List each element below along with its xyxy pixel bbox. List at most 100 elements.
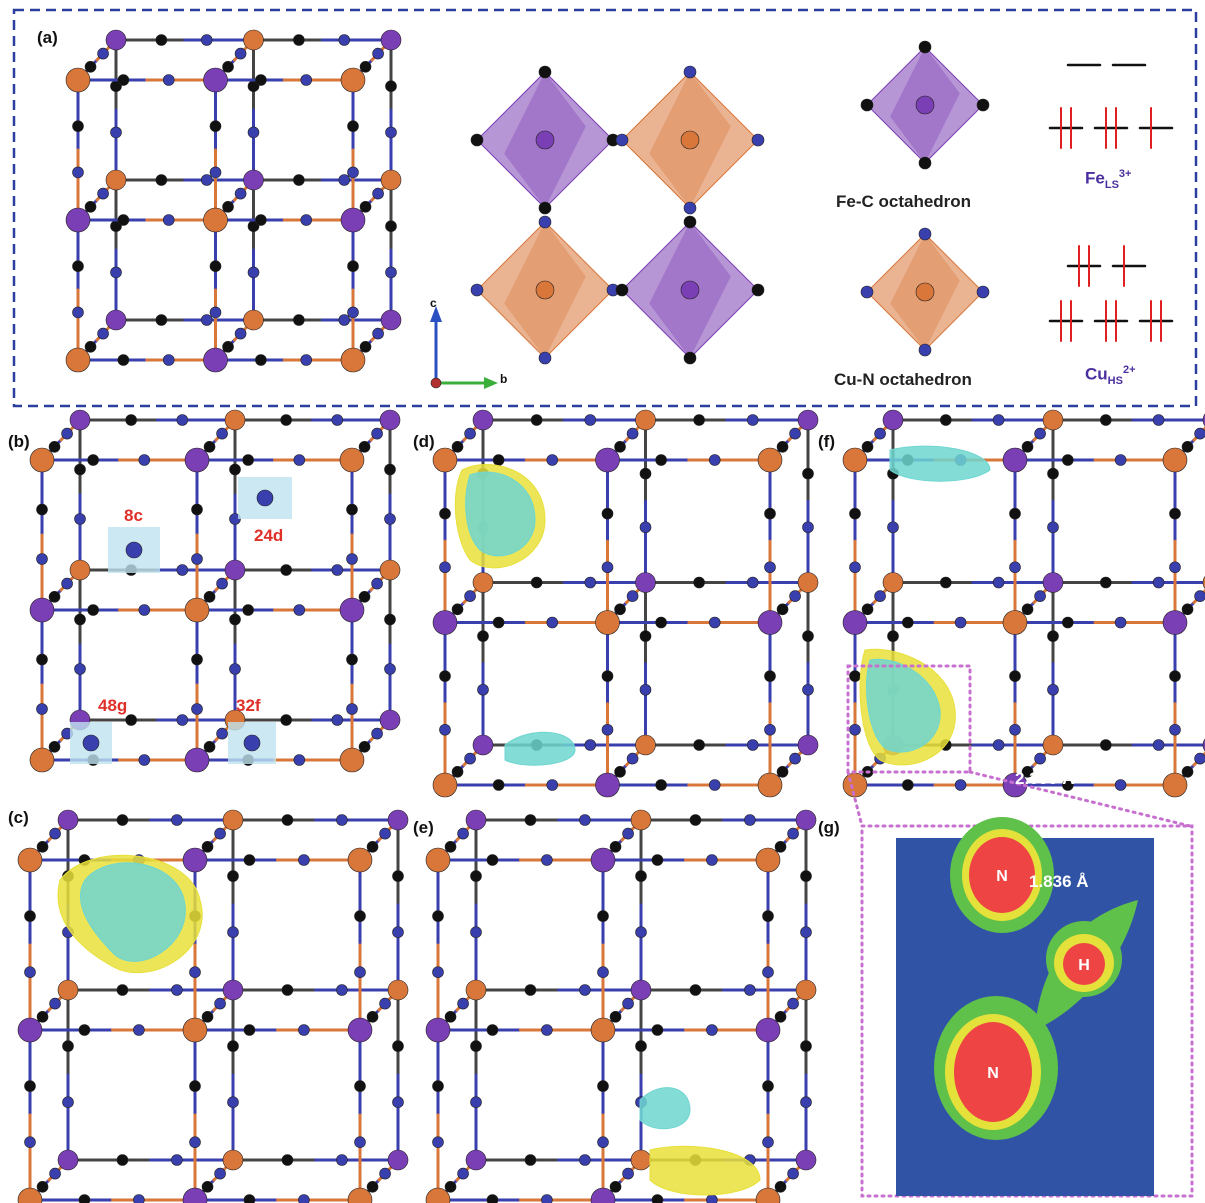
n-atom — [36, 703, 48, 715]
cu-atom — [17, 1187, 43, 1203]
n-atom — [470, 926, 482, 939]
ligand-atom — [683, 351, 697, 365]
fe-atom — [387, 809, 409, 831]
n-atom — [216, 577, 228, 590]
c-atom — [614, 603, 626, 616]
n-atom — [584, 414, 597, 426]
c-atom — [776, 603, 789, 616]
cu-atom — [29, 447, 55, 473]
panel-label-f: (f) — [818, 432, 835, 451]
cu-atom — [29, 747, 55, 773]
c-atom — [597, 1080, 609, 1092]
fe-atom — [795, 809, 817, 831]
c-atom — [492, 616, 505, 629]
c-atom — [74, 463, 86, 476]
cu-atom — [432, 772, 458, 798]
c-atom — [62, 1040, 74, 1052]
panel-a-lattice — [65, 29, 402, 373]
c-atom — [293, 174, 305, 186]
c-atom — [609, 1181, 622, 1193]
n-atom — [176, 714, 189, 726]
center-atom — [915, 282, 935, 302]
c-atom — [774, 1010, 787, 1023]
n-atom — [49, 1167, 61, 1180]
cu-atom — [69, 559, 91, 581]
n-atom — [708, 616, 721, 629]
n-atom — [110, 266, 122, 279]
cu-atom — [1042, 409, 1064, 431]
c-atom — [1062, 454, 1074, 466]
n-atom — [338, 174, 351, 186]
c-atom — [116, 814, 129, 826]
n-atom — [133, 1194, 145, 1203]
panel-label-e: (e) — [413, 818, 434, 837]
fe-atom — [222, 979, 244, 1001]
n-atom — [300, 74, 313, 86]
c-atom — [486, 854, 499, 866]
c-atom — [693, 739, 705, 751]
cu-atom — [105, 169, 127, 191]
fe-atom — [387, 1149, 409, 1171]
c-atom — [255, 74, 267, 86]
c-atom — [635, 1040, 647, 1052]
c-atom — [155, 174, 168, 186]
c-atom — [1047, 467, 1059, 480]
c-atom — [432, 1080, 444, 1092]
c-atom — [689, 814, 702, 826]
n-atom — [392, 1096, 404, 1108]
c-atom — [693, 576, 705, 589]
c-atom — [639, 630, 652, 642]
isosurface-cyan — [504, 731, 576, 766]
n-atom — [464, 590, 476, 602]
contour-red-n1 — [969, 837, 1035, 913]
c-atom — [280, 414, 292, 426]
c-atom — [530, 414, 543, 426]
cu-atom — [1002, 610, 1028, 635]
c-atom — [651, 854, 664, 866]
ligand-atom — [918, 40, 932, 54]
center-atom — [680, 280, 700, 300]
ligand-atom — [470, 133, 484, 147]
cu-atom — [182, 1017, 208, 1043]
n-atom — [626, 427, 639, 440]
c-atom — [439, 507, 451, 520]
n-atom — [789, 590, 801, 602]
cu-atom — [630, 1149, 652, 1171]
c-atom — [939, 576, 952, 589]
fe-atom — [590, 1187, 616, 1203]
n-atom — [1194, 427, 1205, 440]
cu-atom — [339, 747, 365, 773]
c-atom — [281, 984, 294, 996]
c-atom — [655, 616, 667, 629]
c-atom — [762, 910, 774, 922]
n-atom — [787, 827, 799, 840]
n-atom — [162, 214, 175, 226]
site-label-48g: 48g — [98, 696, 128, 715]
c-atom — [774, 840, 787, 853]
c-atom — [255, 214, 267, 226]
c-atom — [36, 503, 48, 516]
c-atom — [385, 80, 397, 92]
c-atom — [1009, 507, 1021, 520]
c-atom — [227, 1040, 239, 1052]
ligand-atom — [683, 201, 697, 215]
c-atom — [614, 765, 626, 778]
ligand-atom — [918, 156, 932, 170]
n-atom — [1009, 723, 1021, 736]
n-atom — [171, 814, 183, 826]
cu-atom — [222, 1149, 244, 1171]
c-atom — [849, 507, 861, 520]
c-atom — [209, 260, 222, 273]
n-atom — [579, 984, 591, 996]
c-atom — [229, 613, 241, 626]
c-atom — [776, 440, 789, 453]
fe-atom — [347, 1017, 373, 1043]
n-atom — [635, 926, 647, 939]
n-atom — [954, 779, 967, 791]
cu-atom — [425, 847, 451, 873]
c-atom — [764, 507, 776, 520]
c-atom — [1009, 670, 1021, 682]
c-atom — [601, 670, 614, 682]
n-atom — [597, 1136, 609, 1148]
ligand-atom — [751, 133, 765, 147]
